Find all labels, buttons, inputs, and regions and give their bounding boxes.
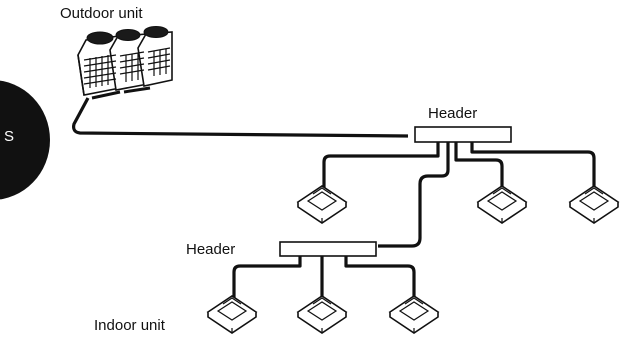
indoor-unit-icon — [477, 185, 527, 224]
outdoor-unit-icon — [77, 26, 173, 100]
badge-text: S — [4, 128, 15, 145]
badge-shape — [0, 80, 50, 200]
indoor-unit-icon — [297, 185, 347, 224]
header-top-icon — [414, 126, 512, 143]
indoor-unit-icon — [297, 295, 347, 334]
main-refrigerant-pipe — [72, 97, 409, 138]
indoor-unit-icon — [389, 295, 439, 334]
header-bottom-icon — [279, 241, 377, 257]
outdoor-unit-label: Outdoor unit — [60, 5, 143, 22]
indoor-unit-icon — [207, 295, 257, 334]
top-header-branches — [322, 142, 596, 248]
bottom-header-branches — [232, 256, 416, 300]
indoor-unit-icon — [569, 185, 619, 224]
indoor-unit-label: Indoor unit — [94, 317, 165, 334]
header-bottom-label: Header — [186, 241, 236, 258]
header-top-label: Header — [428, 105, 478, 122]
